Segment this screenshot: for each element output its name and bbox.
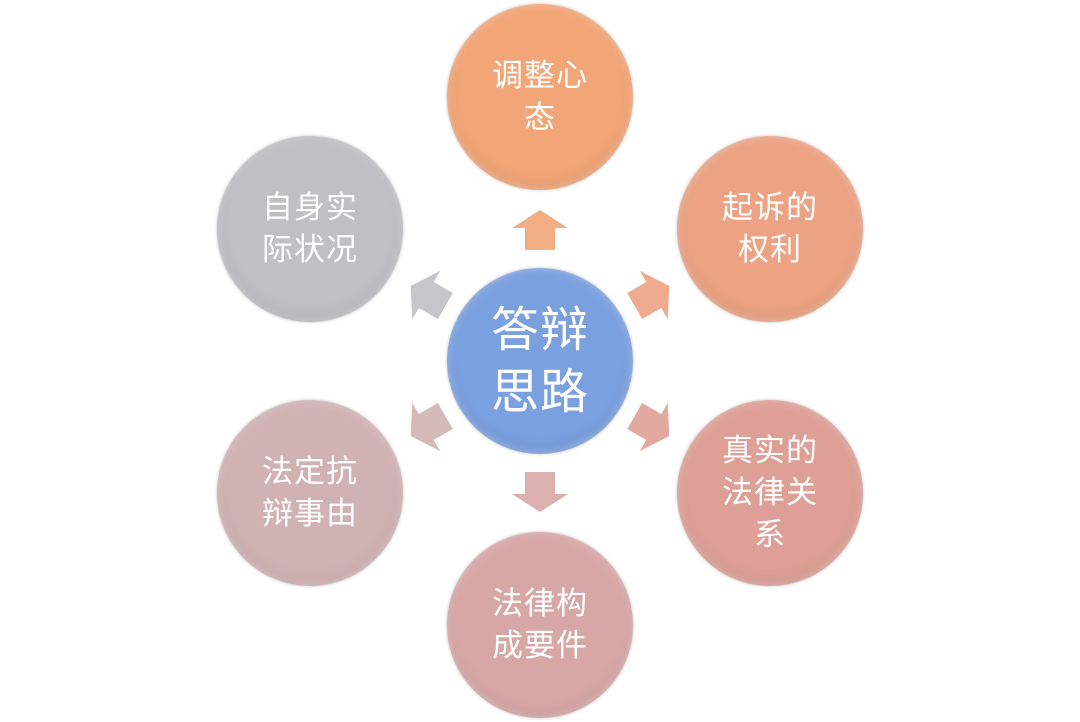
node-label: 起诉的 权利 xyxy=(722,190,818,268)
arrow-shape xyxy=(627,402,670,452)
node-statutory-defenses: 法定抗 辩事由 xyxy=(217,400,403,586)
node-label: 自身实 际状况 xyxy=(262,190,358,268)
arrow-shape xyxy=(410,402,453,452)
arrow-shape xyxy=(512,210,568,250)
node-true-legal-relationship: 真实的 法律关 系 xyxy=(677,400,863,586)
node-right-to-sue: 起诉的 权利 xyxy=(677,136,863,322)
arrow-upper-right-icon xyxy=(622,266,682,326)
arrow-up-icon xyxy=(510,200,570,260)
arrow-down-icon xyxy=(510,462,570,522)
node-own-actual-situation: 自身实 际状况 xyxy=(217,136,403,322)
node-label: 法定抗 辩事由 xyxy=(262,454,358,532)
center-node-answer-approach: 答辩 思路 xyxy=(447,268,633,454)
node-legal-elements: 法律构 成要件 xyxy=(447,532,633,718)
arrow-lower-left-icon xyxy=(398,396,458,456)
node-label: 法律构 成要件 xyxy=(492,586,588,664)
arrow-lower-right-icon xyxy=(622,396,682,456)
node-label: 真实的 法律关 系 xyxy=(722,433,818,553)
arrow-shape xyxy=(410,270,453,320)
node-label: 调整心 态 xyxy=(492,58,588,136)
arrow-shape xyxy=(512,472,568,512)
arrow-upper-left-icon xyxy=(398,266,458,326)
center-node-label: 答辩 思路 xyxy=(490,302,589,420)
node-adjust-mindset: 调整心 态 xyxy=(447,4,633,190)
arrow-shape xyxy=(627,270,670,320)
